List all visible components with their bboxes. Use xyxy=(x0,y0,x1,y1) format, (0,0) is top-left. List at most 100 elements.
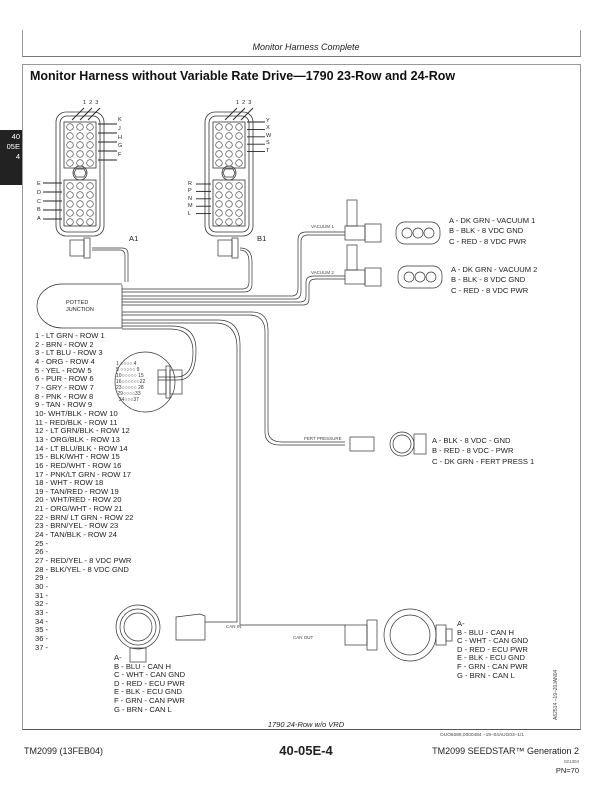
pin-socket xyxy=(76,191,84,199)
pin-socket xyxy=(86,218,94,226)
can-in-pin-g: G - BRN - CAN L xyxy=(114,704,172,714)
pin-8: 8 - PNK - ROW 8 xyxy=(35,391,94,401)
fert-pin-a: A - BLK - 8 VDC - GND xyxy=(432,436,511,445)
pointer-arrow xyxy=(240,107,254,121)
pin-socket xyxy=(225,182,233,190)
pin-socket xyxy=(235,141,243,149)
face-pin-4: 4 xyxy=(133,361,137,367)
pin-socket xyxy=(76,159,84,167)
pin-14: 14 - LT BLU/BLK - ROW 14 xyxy=(35,443,128,453)
b1-row-r: R xyxy=(188,181,192,187)
face-pin-1: 1 xyxy=(116,361,119,367)
a1-row-k: K xyxy=(118,117,122,123)
potted-junction-shape xyxy=(36,283,123,329)
pin-15: 15 - BLK/WHT - ROW 15 xyxy=(35,452,120,462)
pin-9: 9 - TAN - ROW 9 xyxy=(35,400,93,410)
b1-row-l: L xyxy=(188,210,192,217)
vacuum2-pin-a: A - DK GRN - VACUUM 2 xyxy=(451,265,538,274)
pin-socket xyxy=(215,150,223,158)
b1-col-2: 2 xyxy=(242,100,246,106)
pin-36: 36 - xyxy=(35,633,49,643)
pin-socket xyxy=(235,150,243,158)
a1-row-e: E xyxy=(37,181,41,187)
a1-col-2: 2 xyxy=(89,100,93,106)
b1-row-y: Y xyxy=(266,118,270,124)
a1-row-f: F xyxy=(118,152,122,159)
section-tab-line2: 05E xyxy=(6,142,20,151)
b1-row-n: N xyxy=(188,195,192,202)
pointer-arrow xyxy=(71,107,85,121)
pin-socket xyxy=(66,200,74,208)
pin-socket xyxy=(235,218,243,226)
pin-35: 35 - xyxy=(35,625,49,635)
pin-socket xyxy=(215,191,223,199)
pin-7: 7 - GRY - ROW 7 xyxy=(35,382,94,392)
pin-socket xyxy=(76,182,84,190)
face-pin-28: 28 xyxy=(138,385,144,391)
b1-col-labels: 1 2 3 xyxy=(236,100,251,106)
footer-page-number: PN=70 xyxy=(555,766,579,775)
pin-socket xyxy=(86,123,94,131)
a1-lower-row-labels: E D C B A xyxy=(37,180,41,224)
fert-pin-c: C - DK GRN - FERT PRESS 1 xyxy=(432,456,535,466)
pin-socket xyxy=(235,132,243,140)
face-pin-37: 37 xyxy=(133,397,139,403)
pointer-arrow xyxy=(224,107,238,121)
can-out-pin-g: G - BRN - CAN L xyxy=(457,670,515,680)
pin-socket xyxy=(215,200,223,208)
pin-socket xyxy=(215,209,223,217)
pin-socket xyxy=(235,182,243,190)
face-pin-9: 9 xyxy=(136,367,140,373)
fert-pressure-pin-list: A - BLK - 8 VDC - GND B - RED - 8 VDC - … xyxy=(432,436,534,467)
b1-row-p: P xyxy=(188,188,192,195)
b1-row-s: S xyxy=(266,140,270,147)
figure-id: OUO6089,0000484 –19–04AUG03–1/1 xyxy=(440,733,525,738)
can-in-pin-e: E - BLK - ECU GND xyxy=(114,687,182,697)
a1-row-b: B xyxy=(37,207,41,214)
b1-row-t: T xyxy=(266,147,270,154)
pin-26: 26 - xyxy=(35,547,49,557)
pin-18: 18 - WHT - ROW 18 xyxy=(35,478,104,488)
pin-24: 24 - TAN/BLK - ROW 24 xyxy=(35,530,118,540)
pin-10: 10- WHT/BLK - ROW 10 xyxy=(35,408,118,418)
vacuum1-pin-list: A - DK GRN - VACUUM 1 B - BLK - 8 VDC GN… xyxy=(449,216,535,247)
a1-row-a: A xyxy=(37,216,41,223)
face-pin-5: 5 xyxy=(116,367,119,373)
pointer-arrow xyxy=(232,107,246,121)
pin-socket xyxy=(66,150,74,158)
pin-socket xyxy=(215,218,223,226)
pin-1: 1 - LT GRN - ROW 1 xyxy=(35,331,105,340)
a1-col-1: 1 xyxy=(83,100,87,106)
can-in-pin-list: A- B - BLU - CAN H C - WHT - CAN GND D -… xyxy=(114,653,185,714)
face-pin-10: 10 xyxy=(116,373,122,379)
pin-socket xyxy=(215,141,223,149)
face-pin-33: 33 xyxy=(135,391,141,397)
pin-29: 29 - xyxy=(35,573,49,583)
a1-row-d: D xyxy=(37,189,41,196)
pin-4: 4 - ORG - ROW 4 xyxy=(35,356,95,366)
pin-13: 13 - ORG/BLK - ROW 13 xyxy=(35,434,120,444)
pin-socket xyxy=(225,132,233,140)
pin-socket xyxy=(86,141,94,149)
art-number: A62514 –19–20JAN04 xyxy=(553,669,559,720)
can-out-pin-f: F - GRN - CAN PWR xyxy=(457,661,528,671)
a1-label: A1 xyxy=(129,234,139,243)
round-connector-face: 1 ○○○○ 4 5 ○○○○○ 9 10○○○○○ 15 16○○○○○○22… xyxy=(116,361,146,403)
pin-socket xyxy=(66,159,74,167)
pin-socket xyxy=(66,123,74,131)
pin-socket xyxy=(235,200,243,208)
pin-16: 16 - RED/WHT - ROW 16 xyxy=(35,460,122,470)
can-out-pin-e: E - BLK - ECU GND xyxy=(457,653,525,663)
a1-col-3: 3 xyxy=(95,100,99,106)
pin-33: 33 - xyxy=(35,608,49,617)
pin-socket xyxy=(235,123,243,131)
pin-socket xyxy=(86,182,94,190)
pin-socket xyxy=(76,209,84,217)
section-tab: 40 05E 4 xyxy=(0,130,22,185)
pin-socket xyxy=(66,191,74,199)
a1-row-h: H xyxy=(118,134,122,141)
can-in-pin-b: B - BLU - CAN H xyxy=(114,661,171,671)
pin-socket xyxy=(225,191,233,199)
page-header-box xyxy=(22,30,581,57)
pin-socket xyxy=(215,182,223,190)
